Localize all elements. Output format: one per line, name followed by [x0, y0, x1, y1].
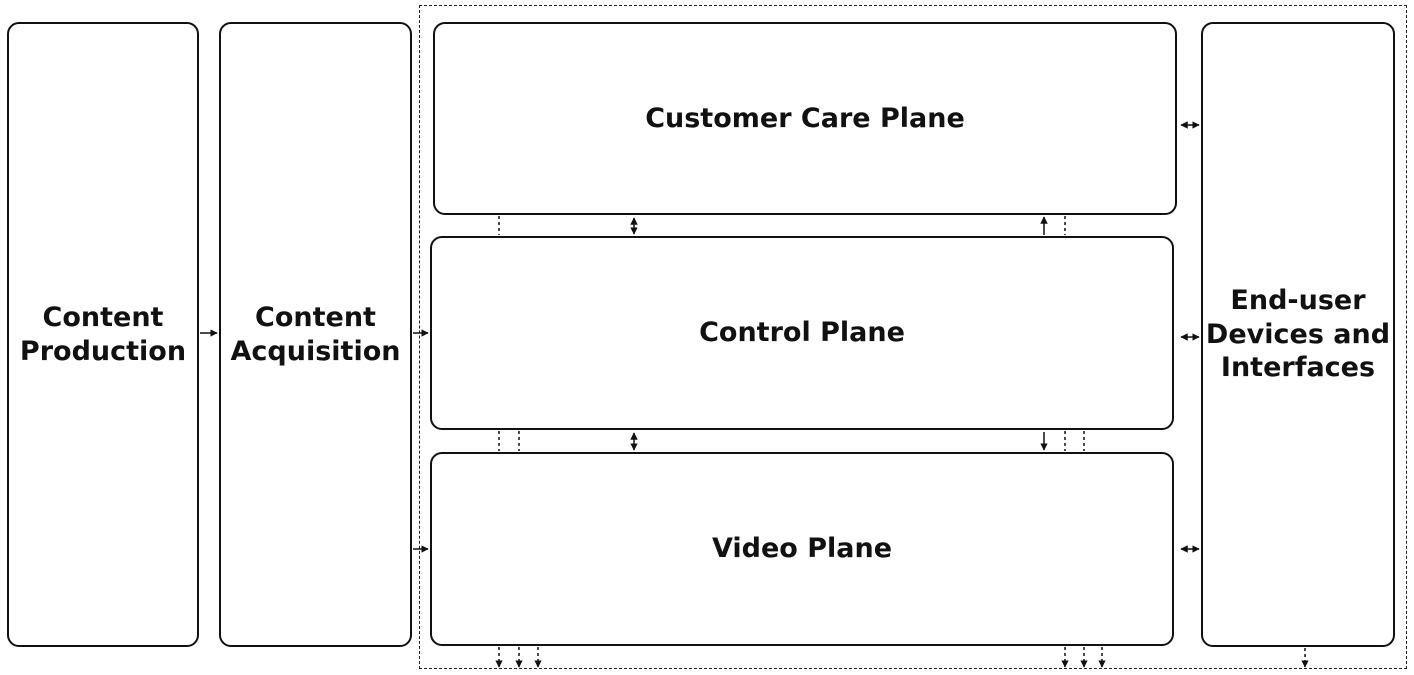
- customer-care-plane-box: Customer Care Plane: [433, 22, 1177, 215]
- end-user-devices-label: End-user Devices and Interfaces: [1205, 284, 1391, 384]
- end-user-devices-box: End-user Devices and Interfaces: [1201, 22, 1395, 647]
- control-plane-box: Control Plane: [430, 236, 1174, 430]
- platform-boundary: [419, 5, 1407, 669]
- control-plane-label: Control Plane: [699, 317, 905, 349]
- customer-care-plane-label: Customer Care Plane: [645, 102, 965, 134]
- content-production-box: Content Production: [7, 22, 199, 647]
- video-plane-box: Video Plane: [430, 452, 1174, 646]
- content-acquisition-label: Content Acquisition: [230, 301, 401, 367]
- video-plane-label: Video Plane: [711, 533, 893, 565]
- content-production-label: Content Production: [19, 301, 187, 367]
- content-acquisition-box: Content Acquisition: [219, 22, 412, 647]
